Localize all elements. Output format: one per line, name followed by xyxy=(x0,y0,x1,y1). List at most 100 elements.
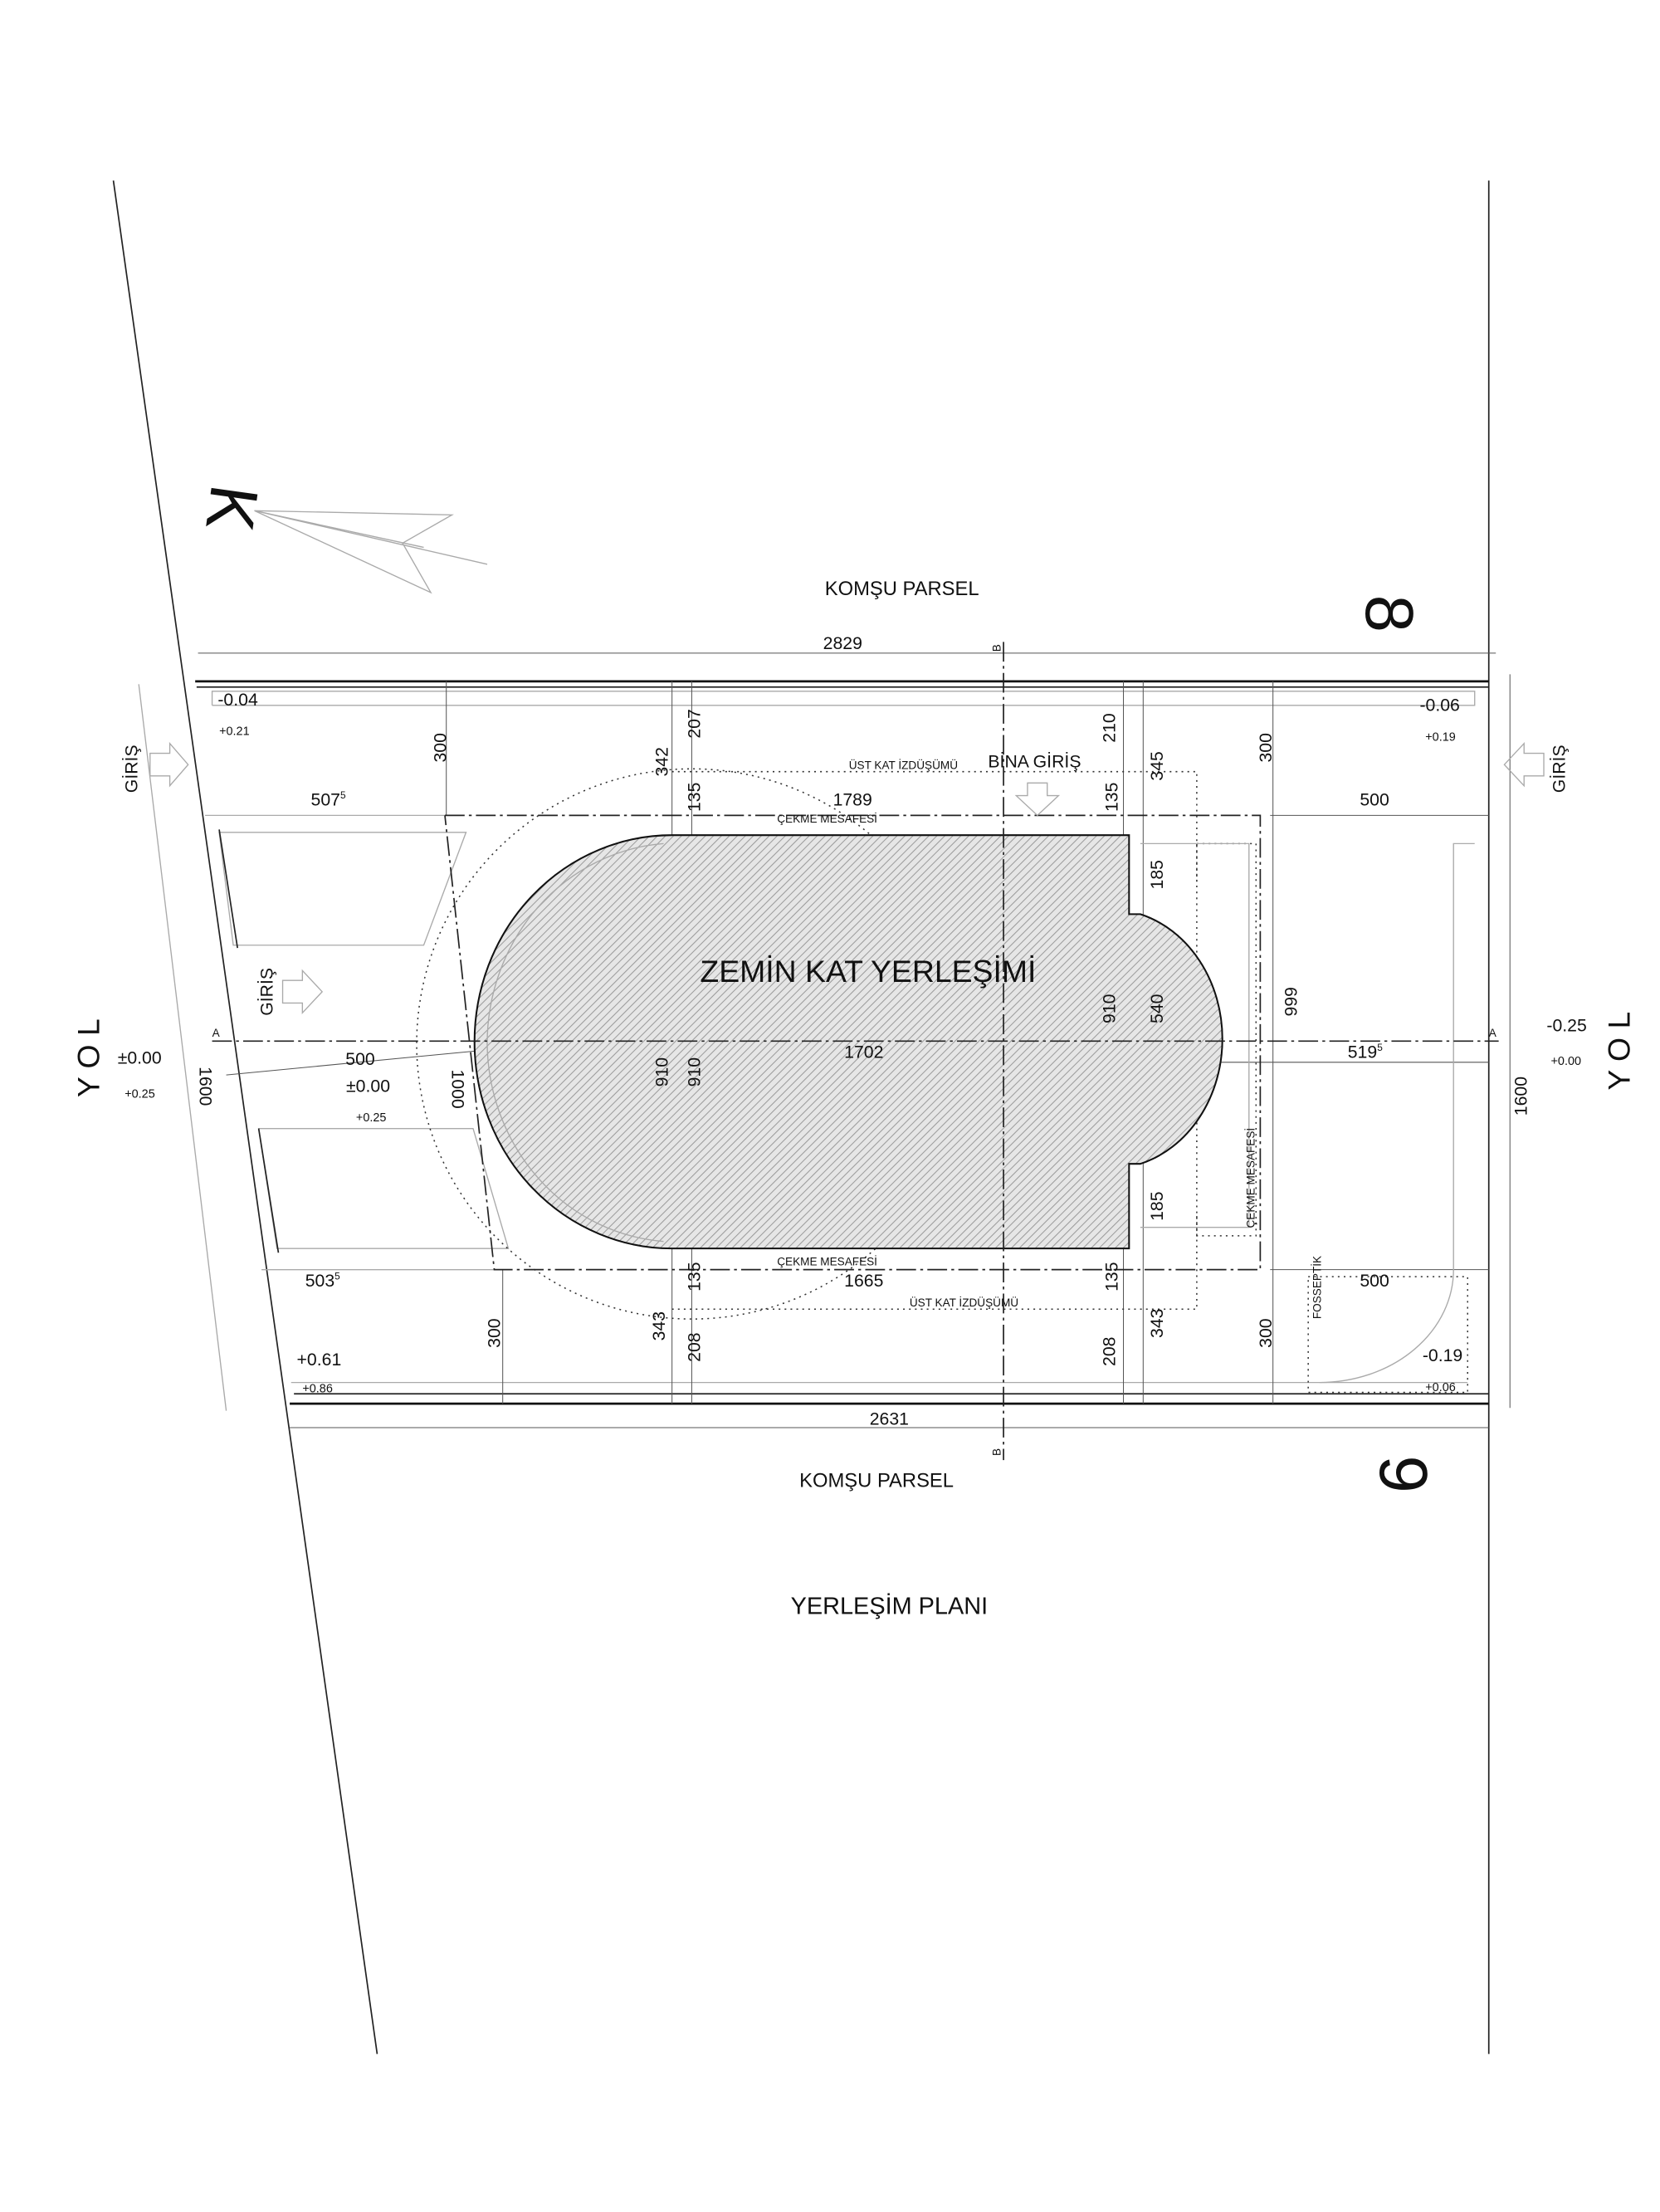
left-road-boundary xyxy=(112,180,378,2054)
svg-text:500: 500 xyxy=(345,1049,374,1069)
entrance-arrow-icon xyxy=(149,741,189,788)
svg-text:+0.06: +0.06 xyxy=(1425,1381,1456,1394)
septic-tank xyxy=(1307,1276,1468,1394)
level-mark-bottom-left: +0.61 +0.86 xyxy=(297,1350,342,1395)
section-a-mark-right: A xyxy=(1489,1027,1497,1039)
section-a-mark-left: A xyxy=(212,1027,221,1039)
north-label: K xyxy=(191,481,272,536)
parcel-number-top: 8 xyxy=(1351,595,1427,632)
svg-text:135: 135 xyxy=(685,783,705,812)
dim-500 xyxy=(226,1050,476,1076)
svg-text:208: 208 xyxy=(1099,1337,1119,1366)
svg-text:135: 135 xyxy=(1102,1262,1122,1291)
svg-text:300: 300 xyxy=(1256,733,1276,762)
svg-text:+0.00: +0.00 xyxy=(1551,1055,1582,1068)
svg-text:-0.06: -0.06 xyxy=(1419,696,1459,715)
drawing-title: YERLEŞİM PLANI xyxy=(791,1592,989,1619)
svg-text:+0.25: +0.25 xyxy=(124,1087,155,1101)
parcel-number-bottom: 9 xyxy=(1365,1455,1441,1492)
svg-text:910: 910 xyxy=(652,1057,672,1086)
svg-text:910: 910 xyxy=(685,1057,705,1086)
septic-label: FOSSEPTİK xyxy=(1311,1256,1323,1319)
upper-floor-label-bottom: ÜST KAT İZDÜŞÜMÜ xyxy=(910,1296,1018,1309)
entrance-label-right: GİRİŞ xyxy=(1550,745,1570,793)
svg-text:-0.25: -0.25 xyxy=(1546,1015,1586,1035)
setback-label-top: ÇEKME MESAFESİ xyxy=(777,813,877,825)
svg-text:300: 300 xyxy=(1256,1318,1276,1347)
svg-text:±0.00: ±0.00 xyxy=(118,1048,162,1068)
building-label: ZEMİN KAT YERLEŞİMİ xyxy=(700,954,1036,989)
svg-text:210: 210 xyxy=(1099,713,1119,742)
level-mark-bottom-right: -0.19 +0.06 xyxy=(1423,1345,1462,1394)
svg-text:300: 300 xyxy=(431,733,451,762)
level-mark-top-right: -0.06 +0.19 xyxy=(1419,696,1459,745)
svg-text:1600: 1600 xyxy=(1511,1077,1531,1116)
building-entrance-arrow-icon xyxy=(1014,782,1061,817)
svg-text:342: 342 xyxy=(652,747,672,776)
svg-text:2631: 2631 xyxy=(870,1409,909,1429)
svg-text:345: 345 xyxy=(1147,751,1167,780)
level-mark-left-road: ±0.00 +0.25 xyxy=(118,1048,162,1101)
svg-text:-0.04: -0.04 xyxy=(217,690,258,710)
upper-floor-label-top: ÜST KAT İZDÜŞÜMÜ xyxy=(849,759,958,771)
svg-text:208: 208 xyxy=(685,1332,705,1361)
svg-text:185: 185 xyxy=(1147,860,1167,889)
svg-text:2829: 2829 xyxy=(823,633,862,653)
svg-text:+0.86: +0.86 xyxy=(302,1383,333,1396)
road-label-right: Y O L xyxy=(1602,1012,1637,1091)
driveway xyxy=(1319,842,1475,1384)
dimension-labels: 2829 2631 5075 5035 1789 1665 1702 500 5… xyxy=(195,633,1531,1429)
svg-text:135: 135 xyxy=(685,1262,705,1291)
svg-text:500: 500 xyxy=(1360,789,1389,809)
section-b-mark-bottom: B xyxy=(991,1448,1003,1456)
right-walkway xyxy=(1140,842,1250,1228)
svg-text:1600: 1600 xyxy=(195,1067,215,1106)
entrance-label-middle: GİRİŞ xyxy=(257,968,277,1016)
curb xyxy=(218,829,239,949)
setback-label-bottom: ÇEKME MESAFESİ xyxy=(777,1256,877,1268)
svg-text:135: 135 xyxy=(1102,783,1122,812)
vertical-dimension-labels: 300 342 207 135 210 135 345 300 185 910 … xyxy=(431,709,1301,1366)
building-walkway xyxy=(486,842,664,1243)
entrance-arrow-icon xyxy=(281,969,324,1015)
svg-text:5195: 5195 xyxy=(1348,1042,1383,1062)
svg-text:+0.61: +0.61 xyxy=(297,1350,342,1370)
svg-text:540: 540 xyxy=(1147,994,1167,1023)
svg-text:1789: 1789 xyxy=(833,789,872,809)
parking-bay-top xyxy=(218,832,467,946)
setback-line xyxy=(444,814,1262,1271)
building-entrance-label: BİNA GİRİŞ xyxy=(988,752,1081,772)
svg-text:+0.19: +0.19 xyxy=(1425,730,1456,744)
level-mark-inner-left: ±0.00 +0.25 xyxy=(346,1077,390,1126)
setback-label-right: ÇEKME MESAFESİ xyxy=(1245,1128,1257,1228)
road-label-left: Y O L xyxy=(71,1018,106,1097)
curb xyxy=(257,1128,280,1253)
svg-text:999: 999 xyxy=(1282,987,1301,1016)
svg-text:5035: 5035 xyxy=(305,1271,340,1291)
section-b-mark-top: B xyxy=(991,644,1003,652)
north-arrow-icon xyxy=(254,510,488,594)
svg-text:1000: 1000 xyxy=(448,1069,468,1108)
level-mark-top-left: -0.04 +0.21 xyxy=(217,690,258,739)
svg-text:-0.19: -0.19 xyxy=(1423,1345,1462,1365)
svg-text:1665: 1665 xyxy=(844,1271,883,1291)
svg-text:910: 910 xyxy=(1099,994,1119,1023)
left-road-edge xyxy=(138,684,227,1411)
top-walkway xyxy=(211,691,1476,706)
parking-bay-bottom xyxy=(257,1128,510,1249)
svg-text:+0.25: +0.25 xyxy=(356,1111,387,1125)
svg-text:207: 207 xyxy=(685,709,705,738)
svg-text:343: 343 xyxy=(649,1311,669,1340)
svg-text:343: 343 xyxy=(1147,1309,1167,1338)
neighbor-parcel-bottom: KOMŞU PARSEL xyxy=(799,1469,954,1492)
level-mark-right-road: -0.25 +0.00 xyxy=(1546,1015,1586,1068)
svg-text:±0.00: ±0.00 xyxy=(346,1077,390,1096)
neighbor-parcel-top: KOMŞU PARSEL xyxy=(825,578,979,600)
svg-text:300: 300 xyxy=(484,1318,504,1347)
entrance-label-left: GİRİŞ xyxy=(121,745,141,793)
svg-text:+0.21: +0.21 xyxy=(219,725,250,739)
svg-text:500: 500 xyxy=(1360,1271,1389,1291)
entrance-arrow-icon xyxy=(1503,741,1545,788)
